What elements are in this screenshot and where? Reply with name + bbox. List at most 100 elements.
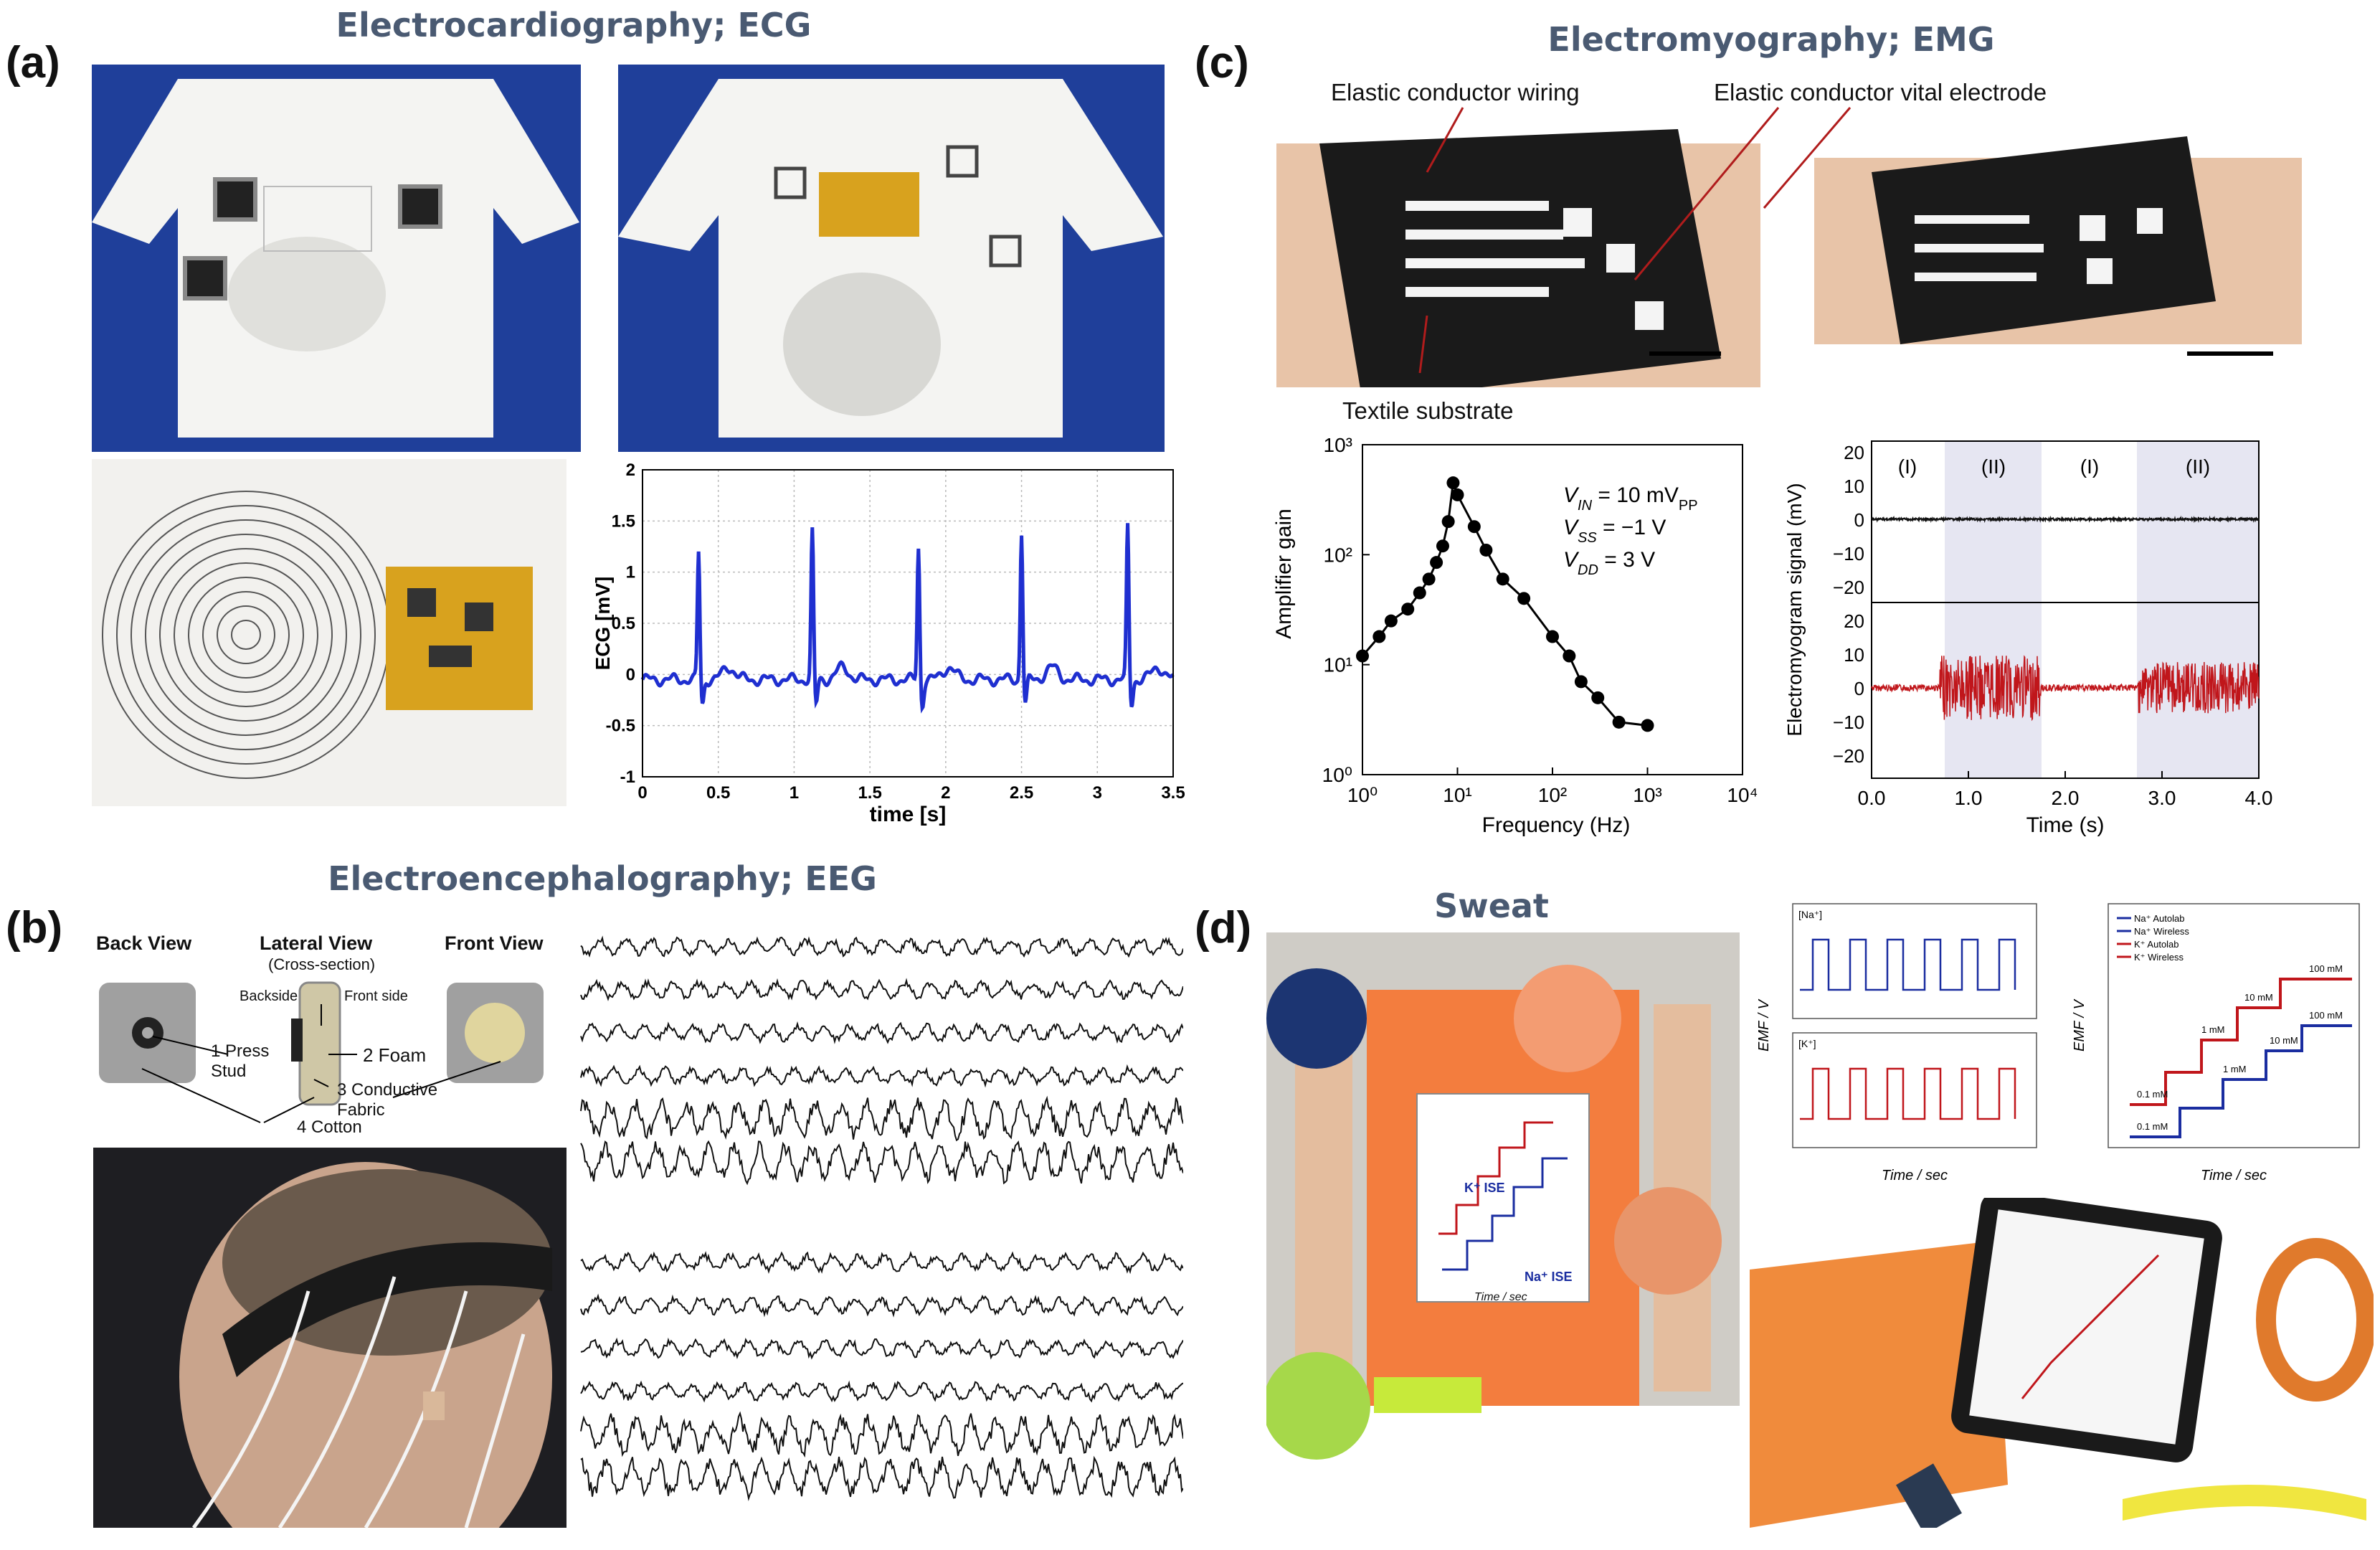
- gain-point: [1436, 539, 1449, 553]
- cross-section-label: (Cross-section): [268, 955, 376, 973]
- eeg-channel-trace: [580, 1095, 1183, 1142]
- cal-legend-entry: Na⁺ Wireless: [2134, 926, 2189, 937]
- ecg-ytick: 2: [626, 460, 635, 480]
- lateral-view-label: Lateral View: [260, 932, 373, 954]
- ecg-onesie-front-photo: [618, 65, 1165, 452]
- gain-point: [1372, 630, 1386, 643]
- emg-trace-bottom: [1871, 655, 2260, 722]
- pulse-xlabel: Time / sec: [1882, 1168, 1948, 1183]
- gain-ytick: 10²: [1324, 544, 1352, 566]
- ecg-onesie-back-photo: [92, 65, 581, 452]
- back-view-label: Back View: [96, 932, 192, 954]
- cal-label-5: 100 mM: [2309, 1010, 2343, 1021]
- cal-ylabel: EMF / V: [2072, 998, 2087, 1052]
- cal-legend-entry: Na⁺ Autolab: [2134, 913, 2184, 924]
- emg-ytick-top: 0: [1854, 509, 1864, 531]
- gain-point: [1446, 476, 1460, 490]
- pulse-ylabel: EMF / V: [1756, 998, 1772, 1052]
- ecg-coil-circuit-photo: [92, 459, 566, 806]
- cal-label-6: 10 mM: [2270, 1035, 2298, 1046]
- gain-point: [1641, 719, 1654, 732]
- emg-trace-top: [1871, 515, 2260, 524]
- emg-region-ii-1: [1945, 441, 2042, 778]
- ecg-ytick: 0: [626, 665, 635, 684]
- eeg-channel-trace: [580, 1250, 1183, 1275]
- ecg-xtick: 1.5: [858, 783, 881, 803]
- press-stud-label: 1 Press Stud: [211, 1041, 270, 1081]
- eeg-channel-trace: [580, 1293, 1183, 1318]
- cal-label-8: 0.1 mM: [2137, 1121, 2168, 1132]
- gain-point: [1413, 586, 1426, 600]
- gain-point: [1422, 572, 1436, 586]
- emg-xtick: 0.0: [1858, 787, 1886, 809]
- emg-ytick-top: 10: [1844, 476, 1864, 497]
- gain-point: [1496, 572, 1509, 586]
- cal-label-1: 100 mM: [2309, 963, 2343, 974]
- cal-label-7: 1 mM: [2223, 1064, 2247, 1074]
- backside-label: Backside: [240, 988, 298, 1004]
- emg-xlabel: Time (s): [2026, 813, 2105, 837]
- gain-ytick: 10⁰: [1322, 764, 1352, 786]
- emg-ytick-top: −20: [1833, 577, 1864, 598]
- lateral-view-electrode: [298, 981, 341, 1106]
- gain-point: [1451, 488, 1464, 501]
- emg-xtick: 3.0: [2148, 787, 2176, 809]
- ise-inset-chart: [1416, 1093, 1590, 1303]
- eeg-channel-trace: [580, 935, 1183, 958]
- emg-region-label-3: (I): [2080, 455, 2099, 478]
- emg-ytick-top: −10: [1833, 543, 1864, 564]
- panel-label-d: (d): [1195, 903, 1252, 953]
- gain-point: [1546, 630, 1559, 643]
- ecg-xtick: 0.5: [706, 783, 730, 803]
- na-ise-label: Na⁺ ISE: [1525, 1270, 1573, 1284]
- gain-point: [1401, 602, 1415, 616]
- eeg-channel-trace: [580, 1380, 1183, 1403]
- gain-point: [1563, 649, 1576, 663]
- cal-label-2: 10 mM: [2244, 992, 2273, 1003]
- cal-legend-entry: K⁺ Wireless: [2134, 952, 2184, 963]
- emg-xtick: 4.0: [2245, 787, 2273, 809]
- emg-arm-photo-left: [1276, 115, 1760, 387]
- cal-label-3: 1 mM: [2201, 1024, 2225, 1035]
- k-pulse-trace: [1800, 1067, 2016, 1120]
- sweat-sensor-model-photo: K⁺ ISE Na⁺ ISE Time / sec: [1266, 932, 1740, 1528]
- wiring-annotation: Elastic conductor wiring: [1331, 79, 1580, 105]
- na-label: [Na⁺]: [1798, 909, 1822, 920]
- emg-region-ii-2: [2137, 441, 2259, 778]
- cal-legend-entry: K⁺ Autolab: [2134, 939, 2179, 950]
- emg-region-label-4: (II): [2186, 455, 2210, 478]
- gain-xtick: 10³: [1633, 784, 1661, 806]
- foam-label: 2 Foam: [363, 1044, 427, 1066]
- sweat-wearable-kit-photo: [1750, 1198, 2374, 1528]
- vdd-label: VDD = 3 V: [1563, 548, 1655, 578]
- gain-point: [1356, 649, 1369, 663]
- cotton-label: 4 Cotton: [297, 1117, 362, 1137]
- gain-point: [1441, 515, 1455, 529]
- ecg-xtick: 0: [637, 783, 647, 803]
- emg-ytick-bottom: 10: [1844, 644, 1864, 666]
- eeg-channel-trace: [580, 1337, 1183, 1360]
- substrate-annotation: Textile substrate: [1342, 397, 1514, 424]
- eeg-channel-trace: [580, 1064, 1183, 1088]
- gain-ylabel: Amplifier gain: [1272, 509, 1296, 639]
- eeg-channel-trace: [580, 1021, 1183, 1044]
- gain-point: [1384, 614, 1398, 628]
- gain-ytick: 10¹: [1324, 654, 1352, 676]
- gain-point: [1612, 715, 1626, 729]
- ecg-ytick: -1: [620, 767, 635, 787]
- k-ise-label: K⁺ ISE: [1464, 1181, 1505, 1195]
- emg-annotation-arrows: [1418, 107, 1852, 374]
- emg-region-label-1: (I): [1898, 455, 1917, 478]
- gain-xtick: 10⁴: [1727, 784, 1758, 806]
- ecg-xtick: 3: [1093, 783, 1102, 803]
- k-calibration-trace: [2130, 978, 2352, 1106]
- gain-point: [1479, 543, 1493, 557]
- gain-point: [1591, 691, 1605, 704]
- ecg-xtick: 3.5: [1161, 783, 1185, 803]
- emg-xtick: 1.0: [1955, 787, 1983, 809]
- ecg-ytick: 1: [626, 563, 635, 582]
- gain-xtick: 10¹: [1443, 784, 1471, 806]
